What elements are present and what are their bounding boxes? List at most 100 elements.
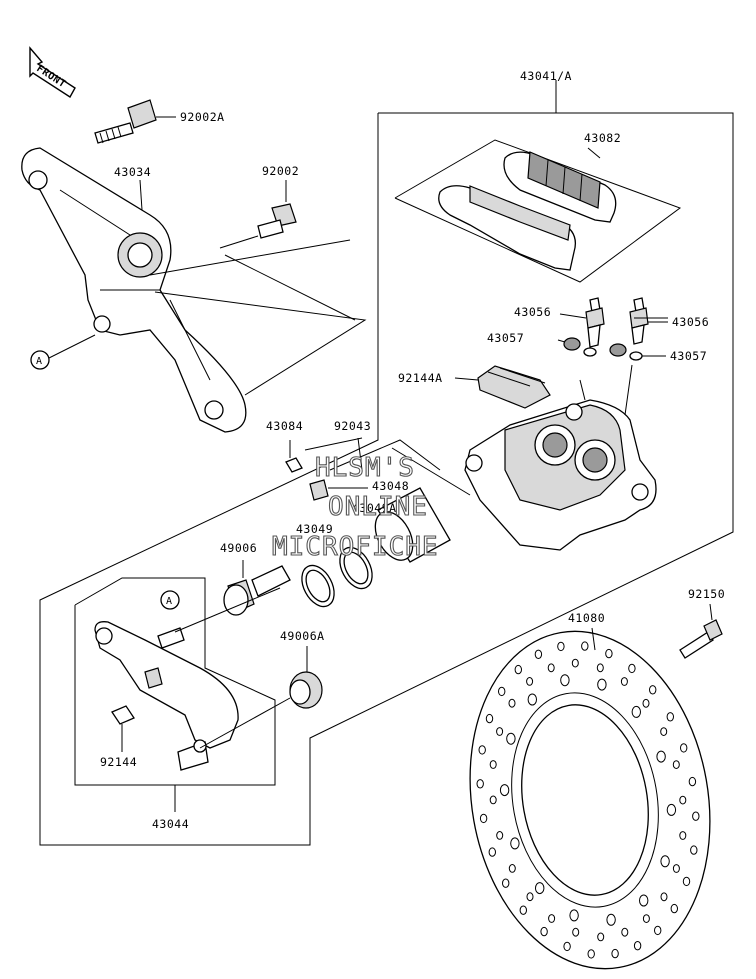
- disc-hole: [508, 698, 516, 708]
- watermark: HLSM'S ONLINE MICROFICHE: [271, 452, 439, 562]
- front-arrow-icon: FRONT: [29, 46, 76, 98]
- seal-43049a-part: [339, 546, 373, 590]
- label-caliper-assy: 43041/A: [520, 69, 572, 83]
- boot-49006-part: [223, 560, 291, 616]
- label-seal-92043: 92043: [334, 419, 371, 433]
- disc-hole: [560, 674, 570, 687]
- disc-hole: [587, 949, 595, 959]
- disc-hole: [597, 932, 605, 942]
- caliper-holder-part: [94, 587, 291, 771]
- label-seal-43049a: 43049A: [352, 501, 397, 515]
- disc-hole: [633, 941, 642, 951]
- disc-hole: [660, 892, 668, 902]
- label-spring-92144a: 92144A: [398, 371, 443, 385]
- disc-hole: [506, 732, 516, 745]
- label-pads-43082: 43082: [584, 131, 621, 145]
- disc-hole: [519, 905, 527, 915]
- disc-hole: [672, 864, 680, 873]
- brake-pads-part: [394, 139, 682, 283]
- brake-disc-part: [469, 627, 711, 970]
- disc-hole: [621, 927, 629, 937]
- label-seal-43049: 43049: [296, 522, 333, 536]
- disc-hole: [654, 925, 662, 936]
- label-cap-left: 43057: [487, 331, 524, 345]
- disc-hole: [680, 743, 688, 753]
- disc-hole: [557, 641, 565, 652]
- disc-hole: [572, 927, 580, 937]
- boot-49006a-part: [289, 646, 323, 709]
- bleeder-valve-right-part: [629, 297, 668, 345]
- disc-hole: [581, 641, 589, 651]
- label-boot-49006: 49006: [220, 541, 257, 555]
- label-part-43048: 43048: [372, 479, 409, 493]
- disc-hole: [692, 811, 700, 821]
- disc-hole: [628, 663, 636, 674]
- disc-hole: [476, 779, 484, 789]
- pad-spring-92144a-part: [454, 365, 551, 409]
- callout-marker-a-bottom-label: A: [166, 596, 173, 607]
- seal-43049-part: [301, 564, 335, 608]
- pin-clip-43084-part: [285, 440, 303, 473]
- disc-hole: [502, 878, 510, 888]
- disc-hole: [479, 813, 488, 824]
- disc-hole: [569, 909, 579, 922]
- disc-hole: [526, 677, 534, 686]
- disc-hole: [666, 803, 677, 816]
- disc-hole: [540, 926, 548, 937]
- label-disc-41080: 41080: [568, 611, 605, 625]
- leader-lines: [139, 80, 668, 319]
- bleeder-valve-left-part: [559, 297, 605, 348]
- callout-marker-a-top: A: [30, 334, 96, 370]
- disc-hole: [508, 864, 516, 873]
- label-spring-92144: 92144: [100, 755, 137, 769]
- disc-hole: [670, 903, 678, 914]
- disc-hole: [485, 713, 494, 724]
- disc-hole: [620, 677, 628, 686]
- bleeder-cap-right-part: [609, 343, 666, 361]
- disc-hole: [660, 855, 670, 868]
- piston-part: [374, 487, 451, 563]
- label-holder-43044: 43044: [152, 817, 189, 831]
- disc-hole: [605, 648, 613, 659]
- watermark-line-2: ONLINE: [328, 492, 428, 522]
- disc-vent-holes: [476, 641, 700, 959]
- disc-hole: [611, 948, 619, 959]
- disc-hole: [688, 776, 697, 787]
- label-bleeder-right: 43056: [672, 315, 709, 329]
- disc-hole: [682, 876, 691, 887]
- disc-hole: [527, 693, 537, 706]
- disc-hole: [489, 760, 497, 769]
- disc-hole: [642, 914, 650, 923]
- disc-hole: [672, 760, 680, 769]
- disc-hole: [514, 664, 522, 675]
- part-43048-part: [309, 479, 368, 501]
- label-disc-bolt-92150: 92150: [688, 587, 725, 601]
- disc-hole: [478, 745, 486, 755]
- disc-hole: [606, 913, 616, 926]
- mounting-bracket-part: [21, 147, 367, 433]
- bolt-92002a-part: [94, 99, 176, 144]
- label-bolt-92002a: 92002A: [180, 110, 225, 124]
- caliper-body-part: [329, 364, 657, 551]
- label-bracket-43034: 43034: [114, 165, 151, 179]
- watermark-line-3: MICROFICHE: [272, 532, 439, 562]
- disc-hole: [571, 658, 579, 668]
- disc-hole: [679, 795, 687, 805]
- disc-hole: [548, 914, 556, 923]
- disc-bolt-92150-part: [679, 603, 723, 659]
- disc-hole: [639, 894, 649, 907]
- disc-hole: [666, 712, 674, 722]
- label-cap-right: 43057: [670, 349, 707, 363]
- disc-hole: [656, 750, 666, 763]
- disc-hole: [597, 678, 607, 691]
- bleeder-cap-left-part: [557, 337, 597, 357]
- callout-marker-a-bottom: A: [160, 590, 180, 610]
- holder-frame: [74, 577, 276, 786]
- spring-92144-part: [111, 705, 135, 752]
- disc-hole: [535, 882, 545, 895]
- disc-hole: [496, 727, 504, 736]
- disc-hole: [510, 837, 520, 850]
- disc-hole: [631, 705, 641, 718]
- disc-hole: [563, 941, 571, 952]
